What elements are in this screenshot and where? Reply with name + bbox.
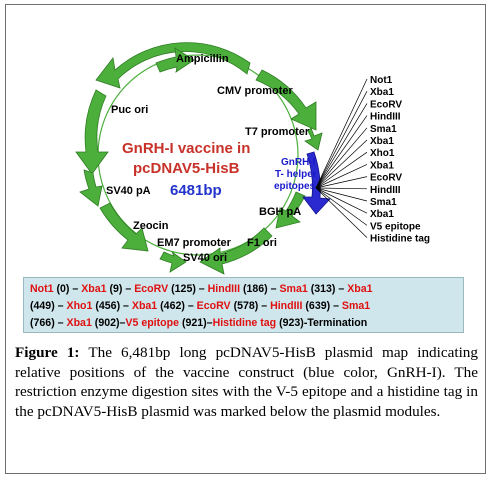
digestion-site-position: (639) – bbox=[302, 300, 342, 312]
digestion-site-name: Histidine tag bbox=[212, 317, 277, 329]
digestion-site-position: (313) – bbox=[307, 283, 348, 295]
digestion-site-name: HindIII bbox=[270, 300, 303, 312]
site-connector-line bbox=[315, 91, 368, 189]
restriction-site-label: Xba1 bbox=[370, 87, 394, 98]
digestion-site-position: (186) – bbox=[240, 283, 280, 295]
restriction-site-label: Xba1 bbox=[370, 209, 394, 220]
label-cmv-promoter: CMV promoter bbox=[217, 85, 294, 97]
insert-arrow bbox=[302, 151, 331, 215]
digestion-site-position: (456) – bbox=[92, 300, 132, 312]
restriction-site-label: Not1 bbox=[370, 75, 393, 86]
digestion-site-name: Sma1 bbox=[279, 283, 308, 295]
restriction-site-label: EcoRV bbox=[370, 99, 402, 110]
ampicillin-arrow-2 bbox=[155, 47, 195, 73]
restriction-site-list: Not1Xba1EcoRVHindIIISma1Xba1Xho1Xba1EcoR… bbox=[370, 75, 430, 245]
digestion-site-name: EcoRV bbox=[134, 283, 169, 295]
label-t7-promoter: T7 promoter bbox=[245, 126, 310, 138]
digestion-site-position: (449) – bbox=[30, 300, 67, 312]
insert-label-line2: T- helper bbox=[275, 169, 317, 180]
cmv-promoter-arrow bbox=[255, 69, 317, 131]
digestion-site-position: (125) – bbox=[168, 283, 208, 295]
label-puc-ori: Puc ori bbox=[111, 104, 148, 116]
t7-promoter-arrow bbox=[304, 127, 323, 151]
site-connector-lines bbox=[315, 78, 368, 238]
digestion-site-name: Xba1 bbox=[66, 317, 92, 329]
digestion-site-name: V5 epitope bbox=[125, 317, 179, 329]
insert-title-line1: GnRH-I vaccine in bbox=[122, 140, 250, 157]
site-connector-line bbox=[315, 127, 368, 189]
plasmid-map: Ampicillin CMV promoter Puc ori T7 promo… bbox=[75, 42, 430, 275]
caption-text: The 6,481bp long pcDNAV5-HisB plasmid ma… bbox=[15, 344, 478, 420]
puc-ori-arrow bbox=[75, 89, 109, 175]
digestion-site-position: (9) – bbox=[106, 283, 135, 295]
insert-label-line1: GnRH-I bbox=[281, 157, 316, 168]
digestion-site-name: Xba1 bbox=[81, 283, 107, 295]
site-connector-line bbox=[315, 115, 368, 189]
sv40-pa-arrow bbox=[79, 169, 103, 207]
label-ampicillin: Ampicillin bbox=[176, 53, 229, 65]
label-bgh-pa: BGH pA bbox=[259, 206, 301, 218]
site-connector-line bbox=[315, 151, 368, 189]
site-connector-line bbox=[315, 78, 368, 189]
label-sv40-ori: SV40 ori bbox=[183, 252, 227, 264]
digestion-site-name: Xba1 bbox=[131, 300, 158, 312]
site-connector-line bbox=[315, 164, 368, 189]
site-connector-line bbox=[315, 176, 368, 189]
restriction-site-label: V5 epitope bbox=[370, 221, 421, 232]
digestion-site-name: Xho1 bbox=[66, 300, 93, 312]
sv40-ori-arrow bbox=[159, 251, 187, 273]
restriction-site-label: EcoRV bbox=[370, 173, 402, 184]
zeocin-arrow bbox=[99, 202, 149, 252]
restriction-site-label: Xba1 bbox=[370, 160, 394, 171]
site-connector-line bbox=[315, 187, 368, 202]
digestion-site-name: Xba1 bbox=[347, 283, 373, 295]
restriction-site-label: Sma1 bbox=[370, 124, 397, 135]
restriction-site-label: Sma1 bbox=[370, 197, 397, 208]
insert-label-line3: epitopes bbox=[274, 181, 316, 192]
site-connector-line bbox=[315, 187, 368, 214]
digestion-site-position: (766) – bbox=[30, 317, 67, 329]
bgh-pa-arrow bbox=[275, 191, 306, 229]
digestion-line-1: Not1 (0) – Xba1 (9) – EcoRV (125) – Hind… bbox=[30, 281, 457, 298]
digestion-site-position: (0) – bbox=[53, 283, 82, 295]
label-sv40-pa: SV40 pA bbox=[106, 185, 151, 197]
digestion-sites-box: Not1 (0) – Xba1 (9) – EcoRV (125) – Hind… bbox=[23, 277, 464, 333]
digestion-site-position: (578) – bbox=[230, 300, 271, 312]
restriction-site-label: Xba1 bbox=[370, 136, 394, 147]
digestion-site-name: Sma1 bbox=[341, 300, 371, 312]
figure-frame bbox=[5, 4, 486, 474]
restriction-site-label: Xho1 bbox=[370, 148, 395, 159]
site-connector-line bbox=[315, 139, 368, 189]
digestion-site-position: (462) – bbox=[157, 300, 197, 312]
digestion-site-position: (921)– bbox=[179, 317, 213, 329]
digestion-site-name: Not1 bbox=[30, 283, 54, 295]
digestion-site-name: EcoRV bbox=[196, 300, 231, 312]
site-connector-line bbox=[315, 187, 368, 226]
caption-label: Figure 1: bbox=[15, 344, 80, 361]
digestion-site-position: (902)– bbox=[91, 317, 126, 329]
digestion-line-2: (449) – Xho1 (456) – Xba1 (462) – EcoRV … bbox=[30, 298, 457, 315]
feature-arrows bbox=[75, 42, 323, 275]
site-connector-line bbox=[315, 103, 368, 189]
label-zeocin: Zeocin bbox=[133, 220, 169, 232]
label-em7-promoter: EM7 promoter bbox=[157, 237, 232, 249]
digestion-site-position: (923)-Termination bbox=[276, 317, 368, 329]
site-connector-line bbox=[315, 187, 368, 190]
restriction-site-label: Histidine tag bbox=[370, 234, 430, 245]
ampicillin-arrow bbox=[95, 42, 251, 89]
insert-title-line2: pcDNAV5-HisB bbox=[133, 160, 240, 177]
digestion-line-3: (766) – Xba1 (902)–V5 epitope (921)–Hist… bbox=[30, 315, 457, 332]
digestion-site-name: HindIII bbox=[207, 283, 241, 295]
site-connector-line bbox=[315, 187, 368, 238]
plasmid-size: 6481bp bbox=[170, 182, 222, 199]
label-f1-ori: F1 ori bbox=[247, 237, 277, 249]
restriction-site-label: HindIII bbox=[370, 185, 401, 196]
restriction-site-label: HindIII bbox=[370, 112, 401, 123]
figure-caption: Figure 1: The 6,481bp long pcDNAV5-HisB … bbox=[15, 343, 478, 421]
f1-ori-arrow bbox=[199, 227, 273, 275]
